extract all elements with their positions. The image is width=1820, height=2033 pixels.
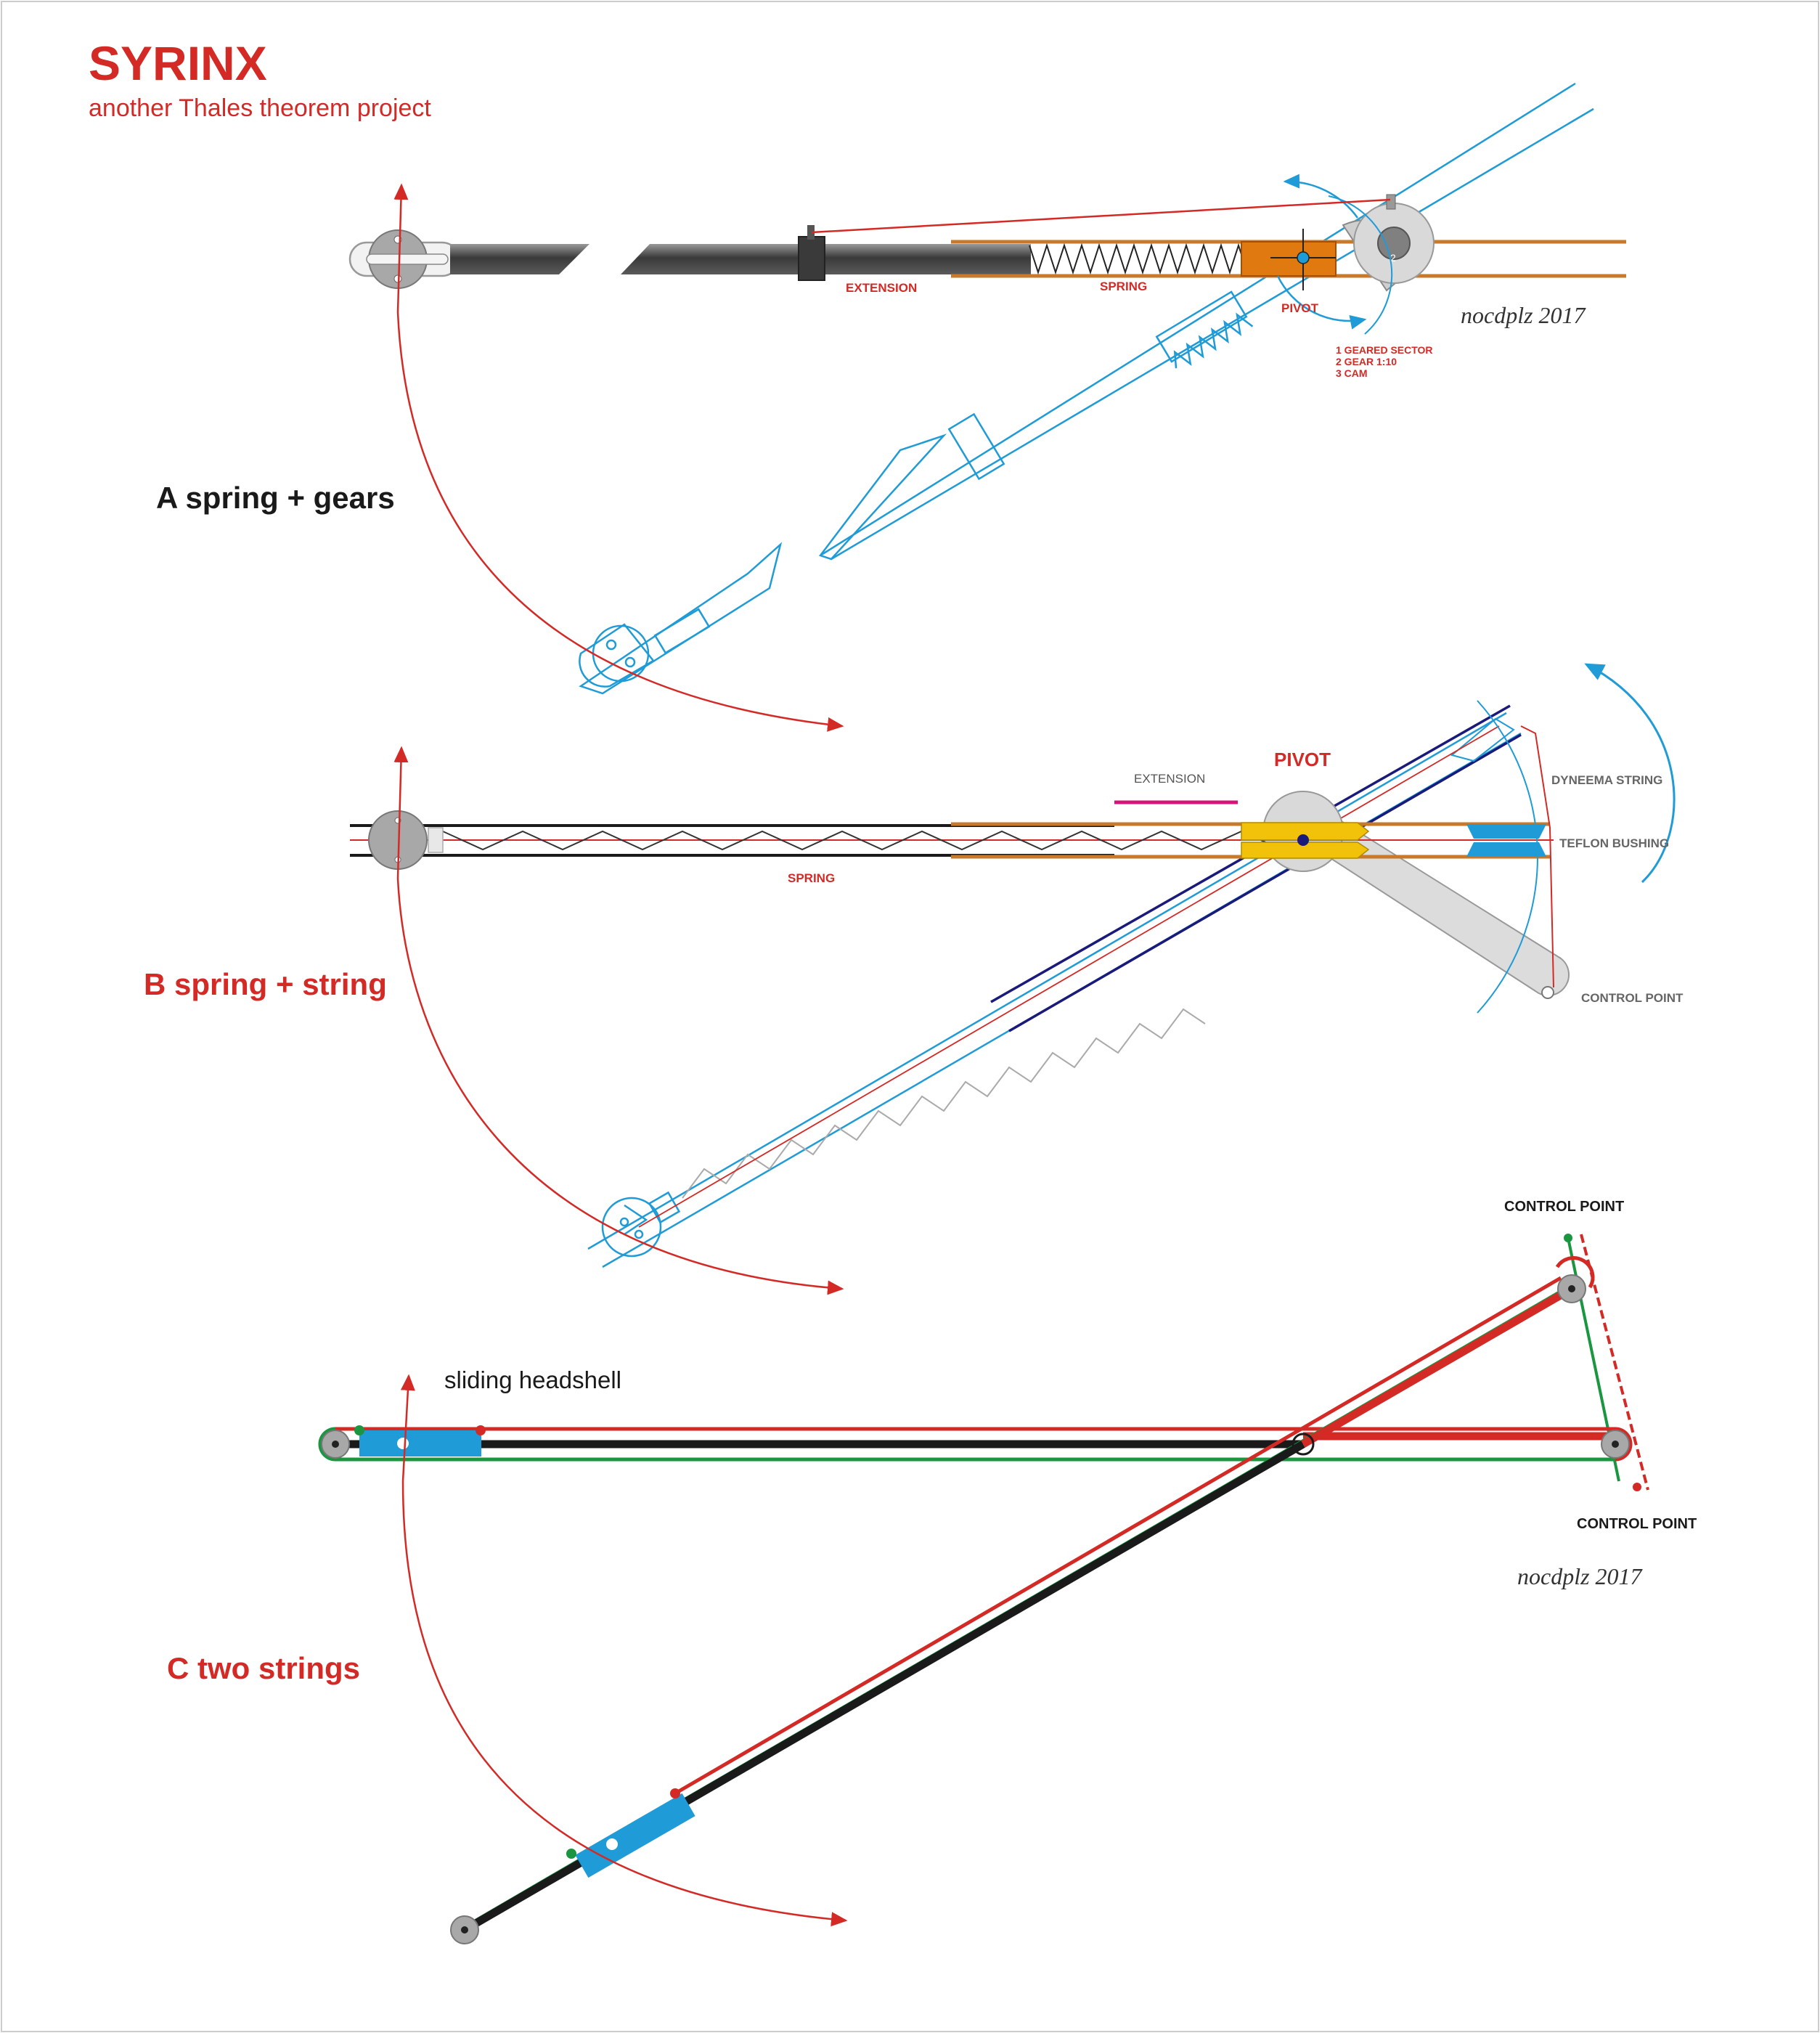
section-b-control-point-label: CONTROL POINT [1581,991,1684,1005]
gear-number-label: 2 [1390,252,1396,264]
section-a-spring-housing [951,240,1626,278]
section-a-headshell [348,229,460,289]
section-a-signature: nocdplz 2017 [1461,302,1587,328]
section-c-up-arrow [400,1374,415,1482]
cam [1377,227,1411,260]
section-b-heading: B spring + string [144,967,387,1001]
section-b-spring-label: SPRING [788,871,835,885]
section-b-extension-label: EXTENSION [1134,772,1205,786]
section-a-up-arrow [393,183,409,313]
section-b-navy-tube-bottom [1008,733,1522,1032]
section-b-pivot-label: PIVOT [1274,749,1331,770]
section-c: sliding headshell CONTROL POINT CONTROL … [167,1199,1697,1944]
section-a-arm-tube [450,225,1031,281]
legend-gear-ratio: 2 GEAR 1:10 [1336,356,1397,367]
section-a-swing-arc [396,311,844,732]
section-c-control-point-top-label: CONTROL POINT [1504,1199,1624,1215]
section-b: EXTENSION PIVOT SPRING DYNEEMA STRING TE… [144,663,1684,1295]
section-a-heading: A spring + gears [156,481,395,515]
teflon-bushing-label: TEFLON BUSHING [1559,836,1669,850]
page-subtitle: another Thales theorem project [89,94,431,122]
legend-geared-sector: 1 GEARED SECTOR [1336,344,1433,356]
section-a-extension-label: EXTENSION [846,281,917,295]
section-b-rotation-arrow [1584,663,1676,884]
page-title: SYRINX [89,36,267,90]
section-b-arm-tube [350,810,1554,870]
sliding-headshell-label: sliding headshell [444,1366,621,1393]
section-b-control-point-hole [1541,986,1554,999]
section-c-pivot [1291,1433,1315,1456]
section-c-heading: C two strings [167,1651,360,1685]
section-a-rotated-arm [579,82,1594,695]
section-b-spring-coil [442,830,1282,851]
section-b-rotated-arm [587,712,1522,1268]
sliding-headshell-diagonal [575,1793,695,1878]
teflon-bushing-top [1466,824,1546,839]
section-c-swing-arc [401,1480,848,1927]
section-b-swing-arc [396,878,844,1295]
section-c-red-string-diagonal [674,1276,1562,1796]
section-c-signature: nocdplz 2017 [1517,1563,1644,1589]
section-a-gear-assembly: 2 [811,174,1435,335]
legend-cam: 3 CAM [1336,367,1368,379]
section-a-pivot-block [1241,241,1337,277]
teflon-bushing-bottom [1466,842,1546,857]
dyneema-string-label: DYNEEMA STRING [1551,773,1662,787]
section-a-pivot-label: PIVOT [1281,301,1319,315]
sliding-headshell-horizontal [359,1430,481,1456]
section-a-spring-label: SPRING [1100,280,1147,293]
section-a: 2 EXTENSION SPRING PIVOT 1 GEARED SECTOR… [156,82,1626,732]
section-b-up-arrow [393,746,409,879]
section-c-control-point-bottom-label: CONTROL POINT [1577,1516,1697,1532]
